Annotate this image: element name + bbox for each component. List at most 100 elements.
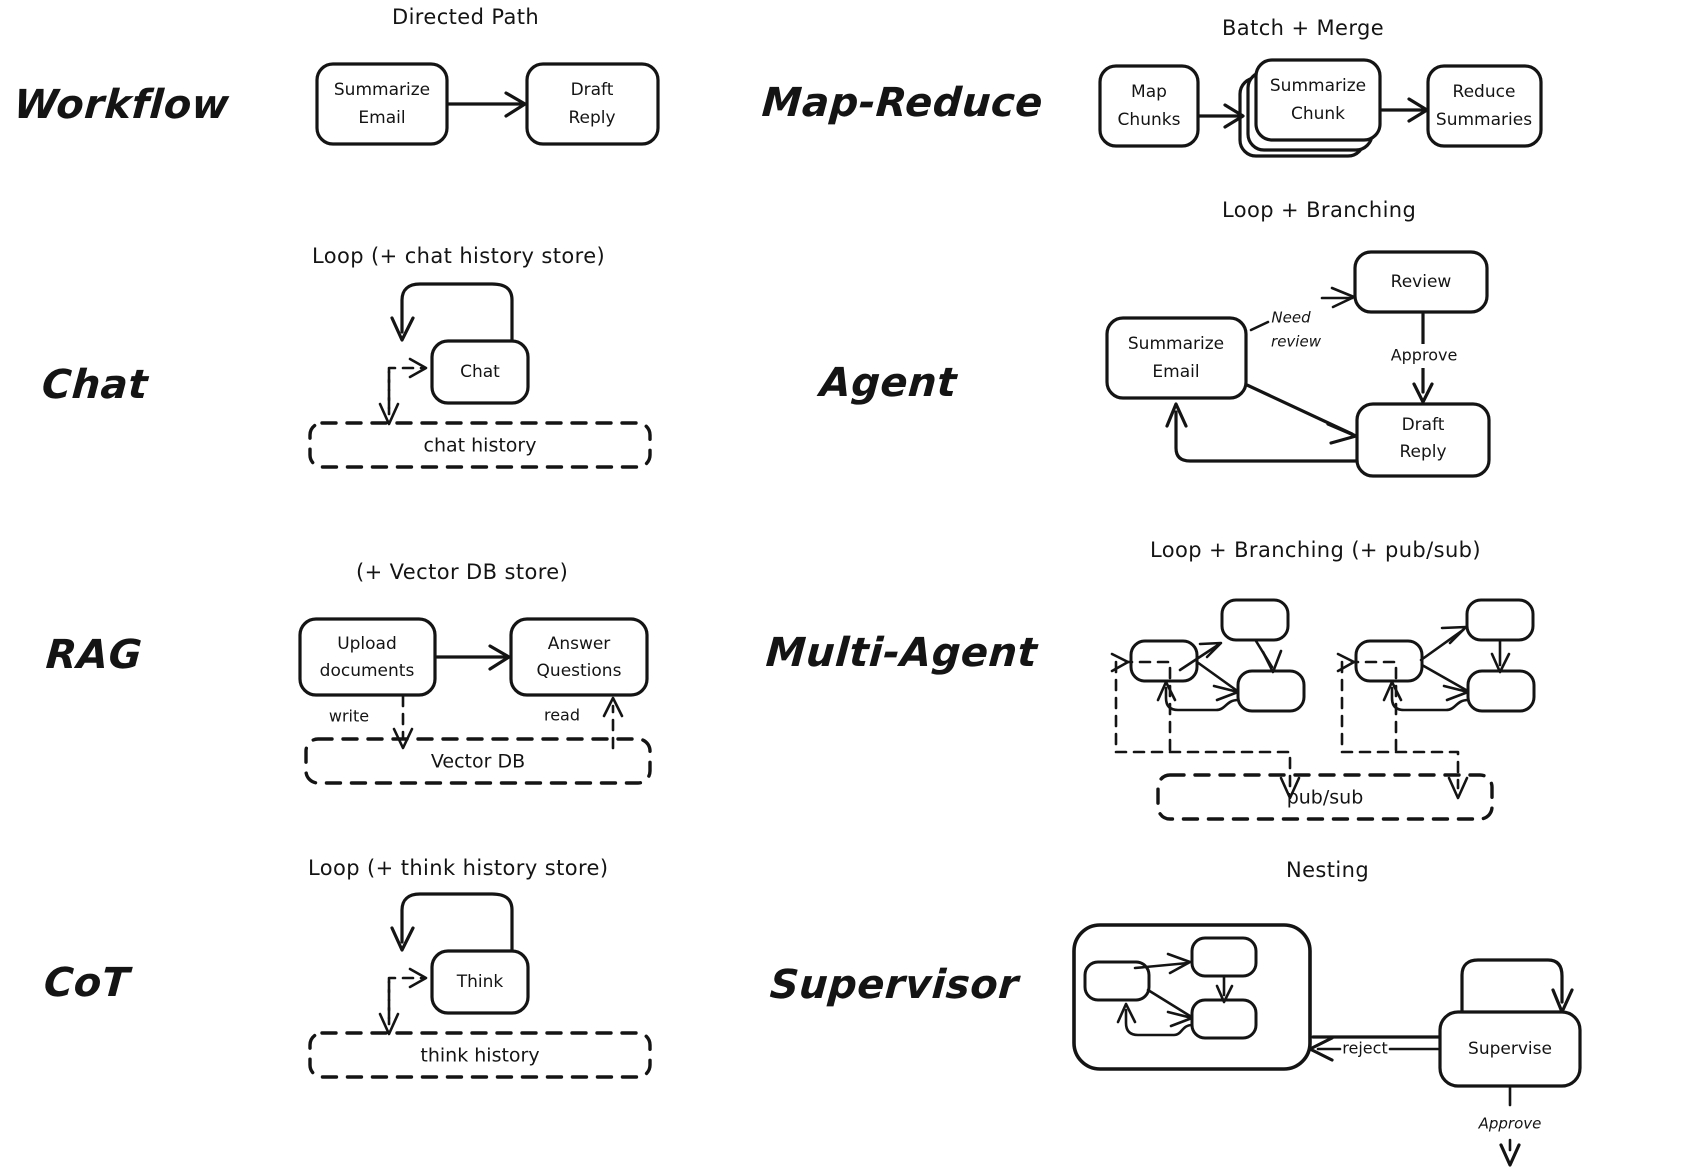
edge-summarize-to-review [1249, 320, 1270, 332]
edge-label-approve-supervisor: Approve [1478, 1115, 1542, 1133]
arrowhead-think-to-think-history [378, 1012, 400, 1036]
store-vector-db[interactable] [304, 737, 652, 785]
edge-label-need-review-line1: Need [1271, 309, 1311, 327]
arrowhead-approve-supervisor [1499, 1143, 1521, 1167]
node-summarize-email-line2: Email [358, 108, 405, 128]
ma-right-node-bottom[interactable] [1466, 669, 1536, 713]
ma-left-dash-in-arrow [1110, 652, 1130, 673]
node-think[interactable] [430, 949, 530, 1015]
node-draft-reply-line2: Reply [568, 108, 615, 128]
cot-graph: Think think history [308, 892, 652, 1079]
node-summarize-chunk[interactable] [1254, 58, 1382, 142]
node-summarize-chunk-line2: Chunk [1291, 104, 1345, 124]
node-answer-questions-line1: Answer [548, 634, 611, 654]
arrowhead-chat-history-to-chat [408, 357, 428, 379]
node-agent-draft-reply-line2: Reply [1399, 442, 1446, 462]
caption-batch-merge: Batch + Merge [1222, 16, 1385, 40]
ma-left-edge-main-to-top [1178, 643, 1220, 672]
node-agent-summarize-email[interactable] [1105, 316, 1248, 400]
node-reduce-summaries-line1: Reduce [1453, 82, 1516, 102]
ma-left-node-bottom[interactable] [1236, 669, 1306, 713]
ma-right-dash-in-arrow [1336, 652, 1356, 673]
arrowhead-chat-to-chat-history [378, 402, 400, 426]
node-upload-documents[interactable] [298, 617, 437, 697]
node-supervise-label: Supervise [1468, 1039, 1552, 1059]
node-reduce-summaries[interactable] [1426, 64, 1543, 148]
node-map-chunks[interactable] [1098, 64, 1200, 148]
sv-arrow-bottom-to-left [1116, 1002, 1137, 1024]
sv-inner-node-top[interactable] [1190, 936, 1258, 978]
multi-agent-cluster-right [1336, 598, 1536, 800]
map-reduce-graph: Map Chunks Summarize Chunk Reduce Summar… [1098, 58, 1543, 158]
approve-label-mask [1390, 344, 1458, 368]
multi-agent-graph: pub/sub [1110, 598, 1536, 821]
supervisor-graph: Supervise reject Approve [1072, 923, 1582, 1167]
sv-inner-node-bottom[interactable] [1190, 998, 1258, 1040]
sv-arrow-left-to-top [1166, 952, 1192, 975]
sv-arrow-left-to-bottom [1166, 1010, 1194, 1028]
caption-loop-think-history: Loop (+ think history store) [308, 856, 609, 880]
ma-left-edge-bottom-to-main [1164, 686, 1240, 712]
ma-left-arrow-main-to-top [1198, 641, 1223, 659]
caption-directed-path: Directed Path [392, 5, 540, 29]
sv-inner-node-left[interactable] [1083, 960, 1151, 1002]
arrowhead-summarize-to-reduce [1407, 97, 1429, 123]
node-summarize-email[interactable] [315, 62, 449, 146]
agent-graph: Summarize Email Review Draft Reply Need … [1105, 250, 1491, 478]
arrowhead-think-history-to-think [408, 967, 428, 989]
node-agent-summarize-email-line1: Summarize [1128, 334, 1224, 354]
ma-left-edge-main-to-bottom [1195, 660, 1238, 692]
node-answer-questions[interactable] [509, 617, 649, 697]
store-pub-sub-label: pub/sub [1287, 787, 1364, 809]
node-upload-documents-line2: documents [320, 661, 415, 681]
edge-label-write: write [329, 707, 369, 726]
arrowhead-chat-self-loop [390, 316, 415, 342]
arrowhead-reject [1308, 1036, 1334, 1062]
store-pub-sub[interactable] [1156, 773, 1494, 821]
edge-label-approve-front: Approve [1391, 346, 1458, 365]
ma-left-node-top[interactable] [1220, 598, 1290, 642]
store-chat-history-label: chat history [424, 435, 537, 457]
ma-left-arrow-bottom-to-main [1156, 680, 1177, 702]
ma-right-dash-out-arrow [1447, 776, 1469, 800]
ma-right-edge-bottom-to-main [1390, 686, 1470, 712]
arrowhead-draft-to-summarize-loop [1165, 402, 1188, 428]
store-chat-history[interactable] [308, 421, 652, 469]
caption-vector-db-store: (+ Vector DB store) [356, 560, 569, 584]
arrowhead-review-to-draft [1412, 382, 1434, 404]
edge-chat-history-to-chat [387, 366, 426, 410]
sv-edge-left-to-bottom [1146, 988, 1192, 1018]
sv-arrow-top-to-bottom [1215, 984, 1234, 1004]
node-summarize-email-line1: Summarize [334, 80, 430, 100]
arrowhead-summarize-to-review [1330, 286, 1356, 309]
arrowhead-read [602, 696, 624, 718]
arrowhead-map-to-summarize [1223, 103, 1245, 129]
edge-label-need-review-line2: review [1271, 333, 1322, 351]
ma-right-dash-out [1340, 660, 1460, 790]
sv-edge-left-to-top [1133, 961, 1190, 970]
caption-loop-branching-pubsub: Loop + Branching (+ pub/sub) [1150, 538, 1482, 562]
ma-left-dash-out-arrow [1279, 776, 1301, 800]
arrowhead-summarize-to-draft [1326, 422, 1358, 445]
ma-right-arrow-main-to-bottom [1442, 684, 1470, 702]
ma-right-arrow-top-to-bottom [1490, 652, 1511, 674]
node-chat[interactable] [430, 339, 530, 405]
node-draft-reply-line1: Draft [571, 80, 614, 100]
edge-label-reject: reject [1342, 1039, 1387, 1058]
multi-agent-cluster-left [1110, 598, 1306, 800]
edge-think-history-to-think [387, 976, 426, 1020]
node-summarize-chunk-line1: Summarize [1270, 76, 1366, 96]
ma-right-arrow-bottom-to-main [1382, 680, 1403, 702]
caption-loop-branching: Loop + Branching [1222, 198, 1417, 222]
store-think-history[interactable] [308, 1031, 652, 1079]
node-agent-review[interactable] [1353, 250, 1489, 314]
node-think-label: Think [456, 972, 504, 992]
ma-right-arrow-main-to-top [1440, 625, 1468, 645]
ma-right-dash-in [1350, 660, 1398, 752]
caption-nesting: Nesting [1286, 858, 1370, 882]
node-draft-reply[interactable] [525, 62, 660, 146]
node-agent-draft-reply[interactable] [1355, 402, 1491, 478]
ma-right-node-top[interactable] [1465, 598, 1535, 642]
